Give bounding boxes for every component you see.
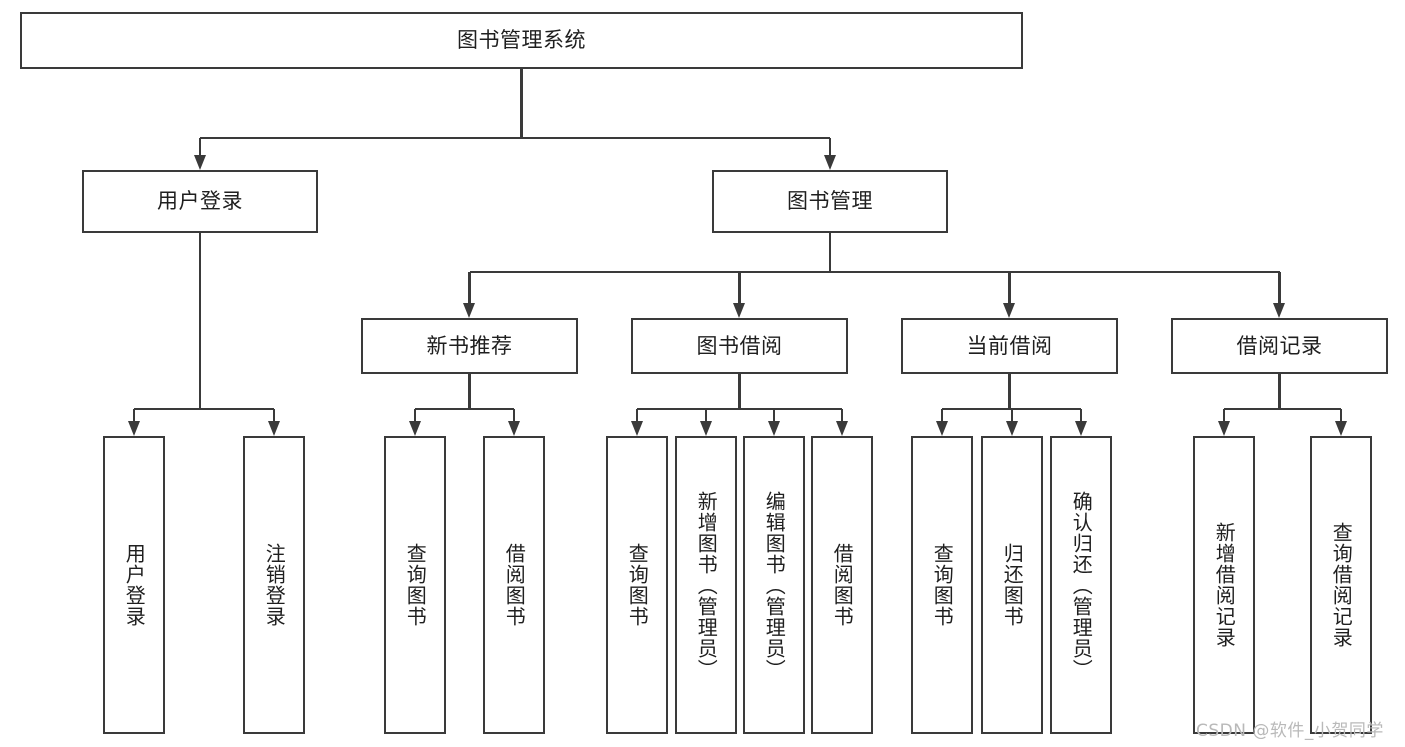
connector-leafgroup-stem-1 [468,374,471,409]
node-label: 用户登录 [157,189,243,214]
node-label: 借阅图书 [830,543,855,627]
arrow-head-leaf-2-0 [630,421,643,436]
node-label: 用户登录 [122,543,147,627]
connector-leaf-drop-4-1 [1339,409,1343,421]
node-root-title: 图书管理系统 [20,12,1023,69]
node-label: 查询借阅记录 [1329,522,1354,648]
arrow-head-leaf-4-1 [1334,421,1347,436]
connector-root-bus [200,136,830,140]
arrow-head-leaf-0-1 [267,421,280,436]
node-leaf-1: 注销登录 [243,436,305,734]
node-label: 查询图书 [403,543,428,627]
node-leaf-8: 查询图书 [911,436,973,734]
arrow-head-leaf-3-2 [1074,421,1087,436]
connector-leafgroup-bus-2 [637,407,842,411]
node-leaf-7: 借阅图书 [811,436,873,734]
arrow-head-level3-3 [1273,303,1285,318]
connector-leaf-drop-3-2 [1079,409,1083,421]
connector-leaf-drop-1-1 [512,409,516,421]
arrow-head-leaf-2-1 [699,421,712,436]
connector-level2-drop-1 [828,138,832,155]
node-label: 图书借阅 [696,333,783,358]
node-level2-1: 图书管理 [712,170,948,233]
arrow-head-leaf-1-1 [507,421,520,436]
node-label: 查询图书 [930,543,955,627]
connector-level3-drop-0 [468,272,471,303]
arrow-head-leaf-4-0 [1217,421,1230,436]
node-leaf-11: 新增借阅记录 [1193,436,1255,734]
arrow-head-level2-0 [193,155,206,170]
node-level2-0: 用户登录 [82,170,318,233]
node-label: 图书管理 [787,189,873,214]
connector-leaf-drop-2-2 [772,409,776,421]
arrow-head-leaf-3-0 [935,421,948,436]
connector-level3-drop-2 [1008,272,1011,303]
node-label: 归还图书 [1000,543,1025,627]
node-leaf-2: 查询图书 [384,436,446,734]
node-label: 图书管理系统 [457,28,586,53]
node-level3-2: 当前借阅 [901,318,1118,374]
connector-level2-drop-0 [198,138,202,155]
connector-leaf-drop-0-1 [272,409,276,421]
node-leaf-9: 归还图书 [981,436,1043,734]
connector-leafgroup-bus-0 [134,407,274,411]
node-leaf-10: 确认归还（管理员） [1050,436,1112,734]
connector-root-stem [520,69,523,138]
connector-level3-drop-3 [1278,272,1281,303]
arrow-head-leaf-3-1 [1005,421,1018,436]
node-leaf-0: 用户登录 [103,436,165,734]
node-leaf-3: 借阅图书 [483,436,545,734]
arrow-head-level3-1 [733,303,745,318]
arrow-head-leaf-2-2 [767,421,780,436]
connector-leafgroup-stem-2 [738,374,741,409]
node-leaf-5: 新增图书（管理员） [675,436,737,734]
arrow-head-leaf-2-3 [835,421,848,436]
connector-leafgroup-stem-4 [1278,374,1281,409]
node-label: 查询图书 [625,543,650,627]
connector-leaf-drop-0-0 [132,409,136,421]
connector-leafgroup-bus-1 [415,407,514,411]
connector-leaf-drop-1-0 [413,409,417,421]
node-label: 新增图书（管理员） [694,490,719,680]
node-label: 新增借阅记录 [1212,522,1237,648]
connector-level3-bus [469,270,1280,274]
arrow-head-level3-2 [1003,303,1015,318]
node-level3-1: 图书借阅 [631,318,848,374]
node-level3-0: 新书推荐 [361,318,578,374]
connector-leaf-drop-2-3 [840,409,844,421]
node-leaf-6: 编辑图书（管理员） [743,436,805,734]
connector-level2-stem-right [828,233,832,272]
node-leaf-12: 查询借阅记录 [1310,436,1372,734]
node-label: 注销登录 [262,543,287,627]
node-label: 当前借阅 [966,333,1053,358]
arrow-head-leaf-1-0 [408,421,421,436]
node-label: 编辑图书（管理员） [762,490,787,680]
node-leaf-4: 查询图书 [606,436,668,734]
connector-leaf-drop-4-0 [1222,409,1226,421]
watermark: CSDN @软件_小贺同学 [1196,721,1384,741]
arrow-head-level3-0 [463,303,475,318]
node-level3-3: 借阅记录 [1171,318,1388,374]
connector-leafgroup-stem-0 [198,233,202,409]
node-label: 新书推荐 [426,333,513,358]
connector-leaf-drop-2-1 [704,409,708,421]
node-label: 确认归还（管理员） [1069,490,1094,680]
connector-leafgroup-bus-4 [1224,407,1341,411]
arrow-head-leaf-0-0 [127,421,140,436]
connector-leafgroup-stem-3 [1008,374,1011,409]
arrow-head-level2-1 [823,155,836,170]
connector-leaf-drop-2-0 [635,409,639,421]
connector-leaf-drop-3-0 [940,409,944,421]
connector-level3-drop-1 [738,272,741,303]
connector-leaf-drop-3-1 [1010,409,1014,421]
node-label: 借阅记录 [1236,333,1323,358]
node-label: 借阅图书 [502,543,527,627]
